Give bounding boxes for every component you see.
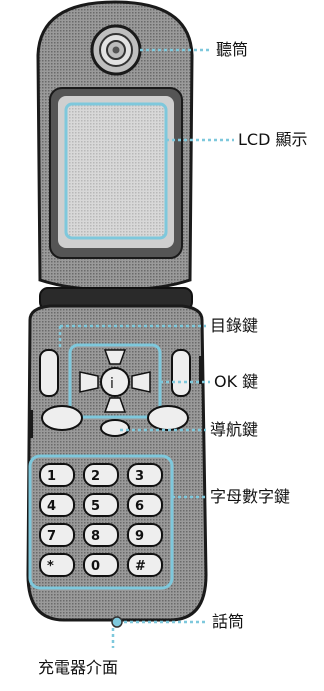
right-soft-key[interactable] bbox=[171, 349, 191, 397]
keypad-key[interactable] bbox=[83, 493, 119, 517]
keypad-key-label: 8 bbox=[91, 529, 100, 544]
svg-text:i: i bbox=[110, 376, 114, 392]
label-mouthpiece: 話筒 bbox=[212, 612, 245, 631]
keypad-key[interactable] bbox=[127, 493, 163, 517]
label-alnum-keys: 字母數字鍵 bbox=[210, 487, 291, 506]
keypad-keys: 1 2 3 4 5 6 7 8 9 * 0 # bbox=[39, 463, 163, 577]
keypad-key[interactable] bbox=[127, 553, 163, 577]
keypad-key[interactable] bbox=[127, 523, 163, 547]
keypad-key-label: 9 bbox=[135, 529, 144, 544]
mouthpiece-icon bbox=[111, 616, 123, 628]
nav-down-key[interactable] bbox=[103, 397, 127, 413]
keypad-key[interactable] bbox=[39, 463, 75, 487]
label-ok-key: OK 鍵 bbox=[214, 372, 259, 391]
keypad-key[interactable] bbox=[127, 463, 163, 487]
ok-key[interactable] bbox=[100, 367, 130, 397]
label-earpiece: 聽筒 bbox=[216, 40, 249, 59]
keypad-key-label: 2 bbox=[91, 469, 100, 484]
keypad-key[interactable] bbox=[83, 523, 119, 547]
keypad-key[interactable] bbox=[39, 493, 75, 517]
call-key[interactable] bbox=[41, 405, 83, 431]
keypad-key-label: 7 bbox=[47, 529, 56, 544]
lcd-screen bbox=[64, 102, 168, 240]
end-key[interactable] bbox=[147, 405, 189, 431]
keypad-key-label: 4 bbox=[47, 499, 56, 514]
label-lcd: LCD 顯示 bbox=[238, 130, 308, 149]
keypad-key-label: # bbox=[135, 559, 146, 574]
nav-up-key[interactable] bbox=[103, 349, 127, 365]
phone-body-bottom: i 1 2 3 4 5 6 7 8 9 * 0 # bbox=[26, 304, 208, 628]
label-menu-key: 目錄鍵 bbox=[210, 316, 259, 335]
earpiece-icon bbox=[90, 24, 142, 76]
keypad-key-label: 1 bbox=[47, 469, 56, 484]
alphanumeric-keypad bbox=[28, 454, 174, 590]
keypad-key[interactable] bbox=[83, 463, 119, 487]
nav-right-key[interactable] bbox=[131, 371, 151, 393]
keypad-key[interactable] bbox=[83, 553, 119, 577]
keypad-key-label: 0 bbox=[91, 559, 100, 574]
label-charger-port: 充電器介面 bbox=[38, 658, 119, 677]
menu-key[interactable] bbox=[39, 349, 59, 397]
phone-flip-top bbox=[36, 0, 194, 292]
label-nav-key: 導航鍵 bbox=[210, 420, 259, 439]
keypad-key-label: 5 bbox=[91, 499, 100, 514]
keypad-key-label: 6 bbox=[135, 499, 144, 514]
keypad-key[interactable] bbox=[39, 523, 75, 547]
callout-lines bbox=[58, 48, 234, 648]
clear-key[interactable] bbox=[100, 419, 130, 437]
keypad-key[interactable] bbox=[39, 553, 75, 577]
keypad-key-label: 3 bbox=[135, 469, 144, 484]
keypad-key-label: * bbox=[47, 559, 54, 574]
nav-left-key[interactable] bbox=[79, 371, 99, 393]
